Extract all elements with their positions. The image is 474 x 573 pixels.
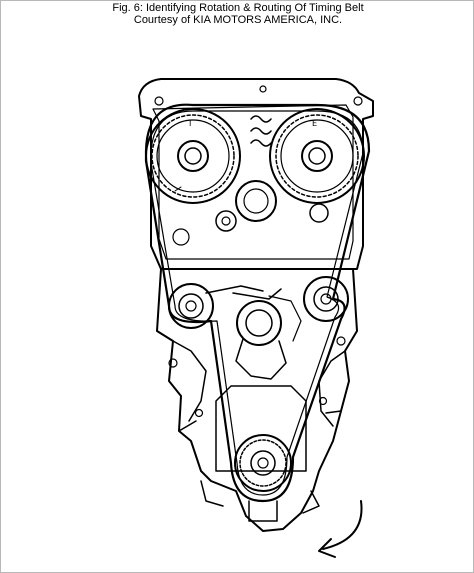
svg-text:E: E [312,119,317,128]
block-bolt [194,408,204,418]
head-plug-inner [243,188,269,214]
head-plug [235,180,277,222]
block-bolt [336,336,346,346]
block-bolt [168,358,178,368]
lower-mount [200,480,320,514]
caption-title: Fig. 6: Identifying Rotation & Routing O… [112,2,364,14]
idler-pulley [303,276,349,322]
crank-nose [248,500,278,522]
block-left-flange [172,340,207,432]
upper-idler-hub [221,216,231,226]
rotation-arrow [318,500,363,558]
head-bolt [353,96,363,106]
intake-cam-sprocket: I [145,108,241,204]
timing-mark [250,115,272,147]
block-right-flange [318,350,346,427]
block-bolt [318,396,328,406]
engine-block-outline [156,268,358,532]
upper-idler [215,210,237,232]
exhaust-cam-sprocket: E [269,108,365,204]
svg-text:I: I [189,119,191,128]
head-bolt [259,85,267,93]
head-inner-outline [152,104,354,260]
head-boss [309,203,329,223]
figure-caption: Fig. 6: Identifying Rotation & Routing O… [1,2,473,26]
head-boss [172,228,190,246]
crankshaft-sprocket [234,434,292,492]
water-pump [235,295,302,380]
caption-credit: Courtesy of KIA MOTORS AMERICA, INC. [133,14,343,26]
cylinder-head-outline [138,78,374,270]
timing-belt-inner [150,110,364,496]
head-bolt [154,96,164,106]
